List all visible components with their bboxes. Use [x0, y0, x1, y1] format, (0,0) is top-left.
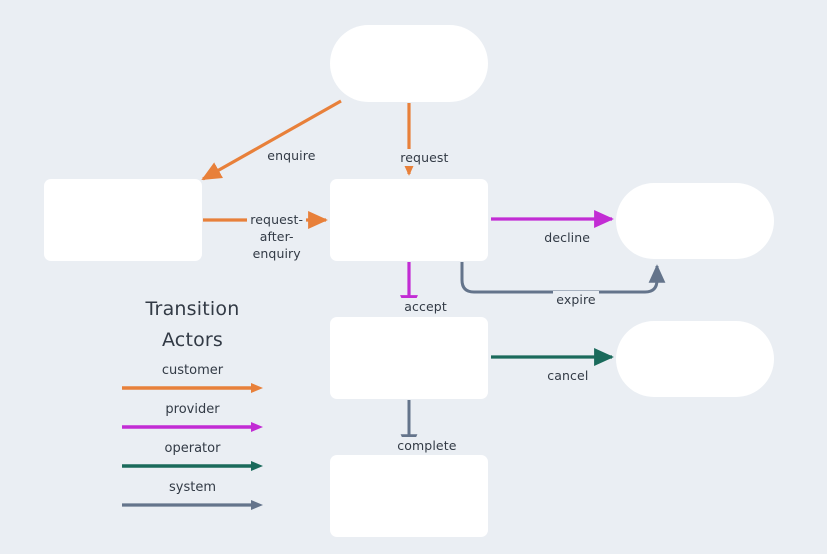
legend-label-customer: customer	[161, 363, 224, 378]
edge-label-request: request	[381, 132, 452, 183]
node-declined[interactable]	[616, 183, 774, 259]
edge-label-expire-text: expire	[553, 291, 599, 308]
edge-label-request-after-enquiry: request- after- enquiry	[231, 194, 307, 279]
legend-item-provider: provider	[120, 401, 265, 434]
edge-label-expire: expire	[537, 274, 599, 325]
edge-label-complete: complete	[378, 420, 460, 471]
legend-arrow-customer	[122, 383, 263, 393]
edge-label-request-text: request	[397, 149, 452, 166]
legend-item-system: system	[120, 479, 265, 512]
node-completed[interactable]	[330, 455, 488, 537]
node-cancelled[interactable]	[616, 321, 774, 397]
edge-label-cancel: cancel	[528, 350, 592, 401]
legend-title-line2: Actors	[161, 329, 224, 351]
legend-label-provider: provider	[165, 402, 220, 417]
legend-item-customer: customer	[120, 362, 265, 395]
legend: Transition Actors customer provider oper…	[120, 294, 265, 512]
legend-arrow-operator	[122, 461, 263, 471]
node-enquired[interactable]	[44, 179, 202, 261]
node-start[interactable]	[330, 25, 488, 102]
node-requested[interactable]	[330, 179, 488, 261]
edge-label-decline: decline	[525, 212, 594, 263]
edge-label-accept: accept	[385, 281, 450, 332]
edge-label-accept-text: accept	[401, 298, 450, 315]
legend-title-line1: Transition	[145, 298, 240, 320]
edge-label-cancel-text: cancel	[544, 367, 592, 384]
edge-label-request-after-enquiry-text: request- after- enquiry	[247, 211, 307, 262]
edge-label-enquire-text: enquire	[264, 147, 319, 164]
legend-item-operator: operator	[120, 440, 265, 473]
legend-arrow-provider	[122, 422, 263, 432]
node-accepted[interactable]	[330, 317, 488, 399]
edge-label-enquire: enquire	[248, 130, 319, 181]
edge-label-complete-text: complete	[394, 437, 460, 454]
legend-label-operator: operator	[164, 441, 221, 456]
edge-label-decline-text: decline	[541, 229, 594, 246]
legend-label-system: system	[169, 480, 216, 495]
legend-arrow-system	[122, 500, 263, 510]
